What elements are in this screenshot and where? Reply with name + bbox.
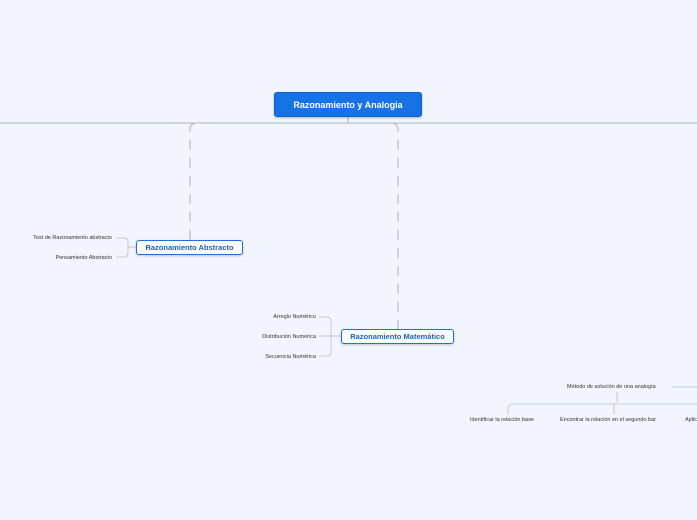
- subtopic-pensamiento-abstracto[interactable]: Pensamiento Abstracto: [55, 255, 112, 261]
- subtopic-secuencia-numerica[interactable]: Secuencia Numérica: [265, 354, 316, 360]
- subtopic-encontrar-relacion[interactable]: Encontrar la relación en el segundo bar: [560, 417, 657, 423]
- subtopic-arreglo-numerico[interactable]: Arreglo Numérico: [273, 314, 316, 320]
- subtopic-test-razonamiento[interactable]: Test de Razonamiento abstracto: [33, 235, 112, 241]
- subtopic-identificar-relacion[interactable]: Identificar la relación base: [470, 417, 534, 423]
- topic-metodo-solucion[interactable]: Método de solución de una analogía: [567, 384, 656, 390]
- root-topic[interactable]: Razonamiento y Analogia: [274, 92, 422, 117]
- subtopic-aplicar[interactable]: Aplic: [685, 417, 697, 423]
- topic-razonamiento-abstracto[interactable]: Razonamiento Abstracto: [136, 240, 243, 255]
- connector-abstracto: [189, 123, 195, 240]
- bracket-metodo: [507, 403, 697, 414]
- subtopic-distribucion-numerica[interactable]: Distribución Numérica: [262, 334, 316, 340]
- bracket-matematico: [319, 316, 332, 357]
- connector-matematico: [393, 123, 399, 329]
- bracket-abstracto: [116, 237, 129, 258]
- topic-razonamiento-matematico[interactable]: Razonamiento Matemático: [341, 329, 454, 344]
